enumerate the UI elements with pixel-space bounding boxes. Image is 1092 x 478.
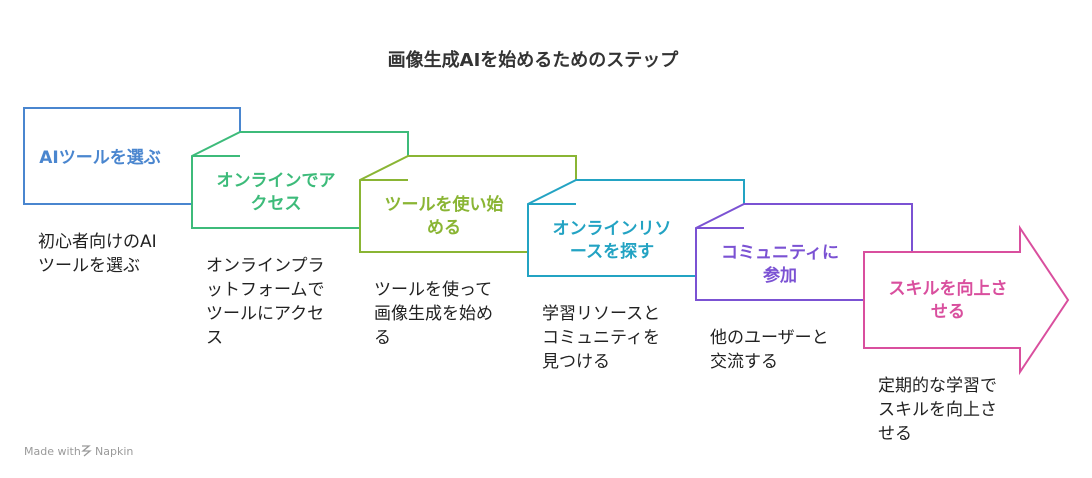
step-4-desc-line-1: 学習リソースと (542, 304, 660, 324)
step-3-desc-line-3: る (374, 328, 391, 348)
step-1-label-line-1: AIツールを選ぶ (39, 148, 160, 168)
footer-brand: Napkin (95, 445, 133, 458)
step-6-arrow-shape (863, 224, 1070, 376)
step-3-desc-line-2: 画像生成を始め (374, 304, 493, 324)
step-2-desc-line-4: ス (206, 328, 223, 348)
step-2-desc-line-3: ツールにアクセ (206, 304, 324, 324)
step-2-desc-line-2: ットフォームで (206, 280, 325, 300)
step-6-desc-line-3: せる (878, 424, 912, 444)
step-3-label-line-2: める (427, 218, 461, 238)
step-6-desc-line-1: 定期的な学習で (878, 376, 997, 396)
diagram-title: 画像生成AIを始めるためのステップ (388, 49, 680, 71)
napkin-logo-icon (81, 445, 92, 457)
step-4-desc-line-2: コミュニティを (542, 328, 660, 348)
step-5-desc-line-1: 他のユーザーと (710, 328, 829, 348)
step-5-label-line-1: コミュニティに (721, 243, 839, 263)
step-2-desc-line-1: オンラインプラ (206, 256, 325, 276)
step-3-desc-line-1: ツールを使って (374, 279, 492, 300)
step-4-label-line-1: オンラインリソ (553, 219, 672, 239)
step-1-desc-line-1: 初心者向けのAI (38, 232, 157, 252)
step-5-desc-line-2: 交流する (710, 352, 778, 372)
step-4-label-line-2: ースを探す (570, 241, 654, 262)
step-6-desc-line-2: スキルを向上さ (878, 400, 997, 420)
step-5-label-line-2: 参加 (763, 265, 797, 286)
footer: Made with Napkin (24, 445, 133, 458)
step-6-label-line-2: せる (931, 302, 965, 322)
step-6-label-line-1: スキルを向上さ (889, 278, 1008, 299)
step-1-desc-line-2: ツールを選ぶ (38, 256, 140, 276)
step-2-label-line-1: オンラインでア (217, 171, 336, 191)
step-2-label-line-2: クセス (251, 194, 302, 214)
step-4-desc-line-3: 見つける (542, 352, 610, 372)
footer-made-with: Made with (24, 445, 81, 458)
step-3-label-line-1: ツールを使い始 (385, 194, 504, 215)
